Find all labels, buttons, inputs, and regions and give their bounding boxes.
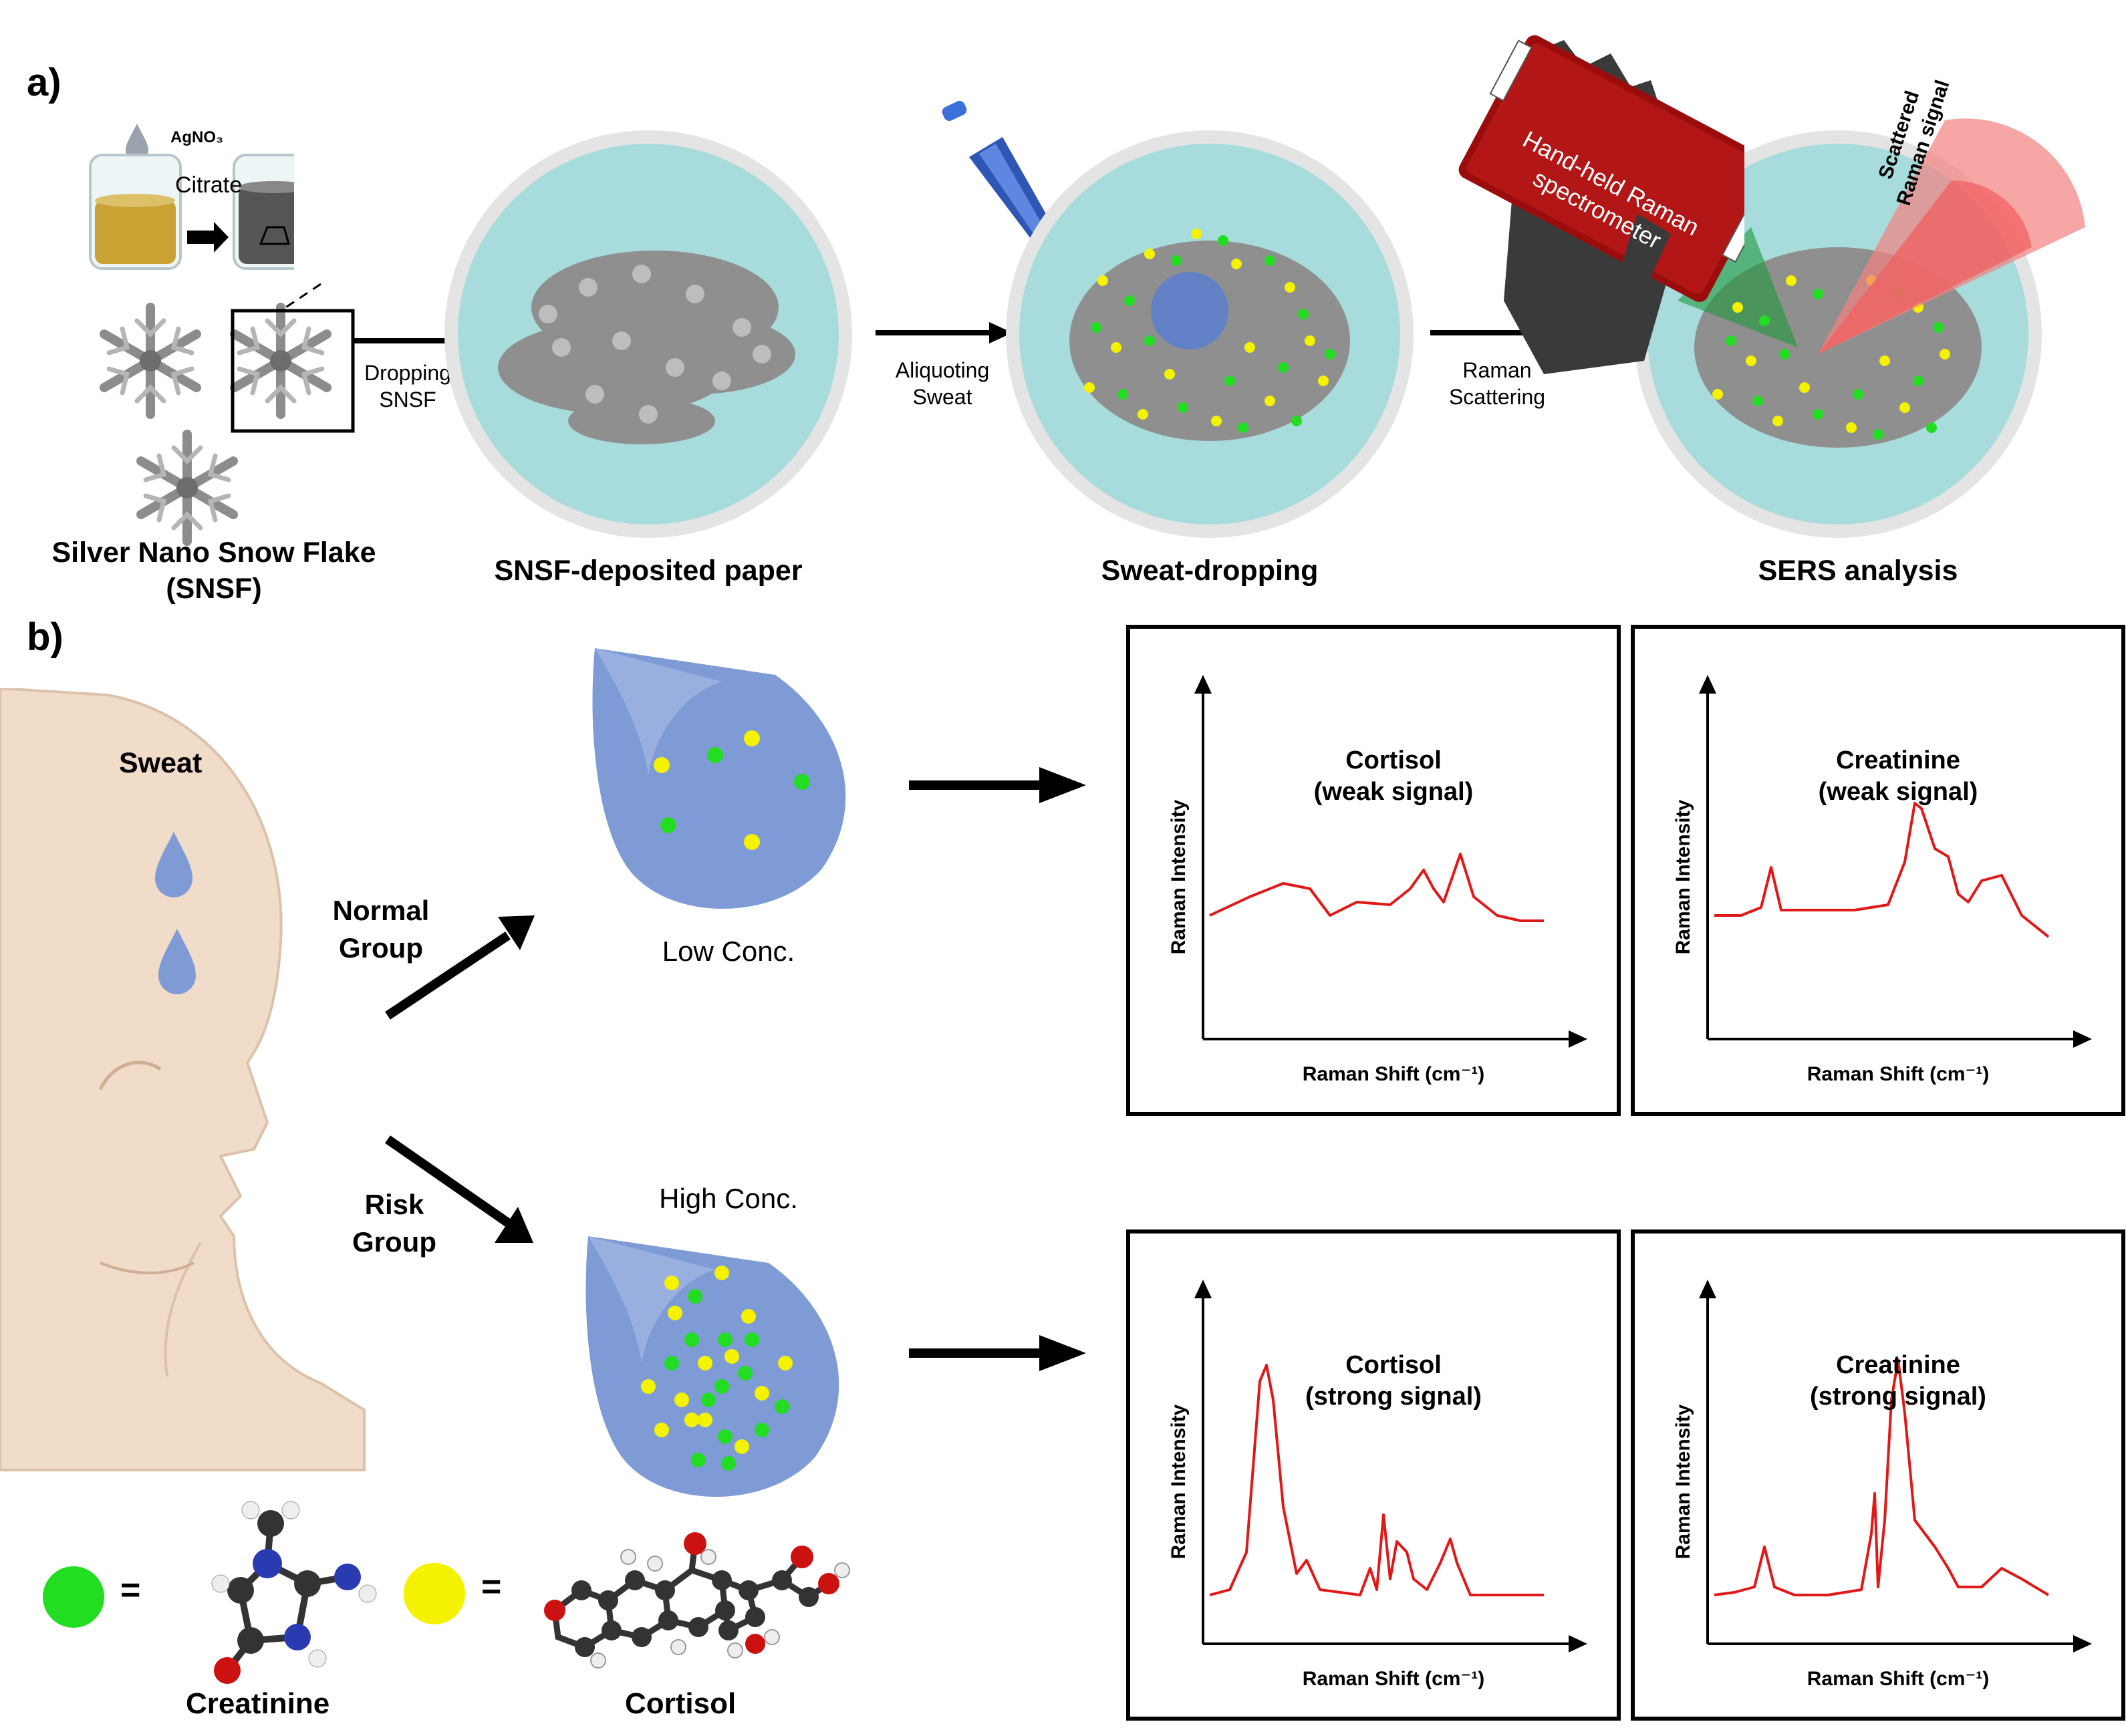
y-axis-label: Raman Intensity bbox=[1672, 1404, 1694, 1559]
risk-group-arrow bbox=[385, 1135, 533, 1243]
normal-group-arrow bbox=[385, 915, 535, 1020]
panel-b-label: b) bbox=[27, 615, 63, 659]
x-axis-label: Raman Shift (cm⁻¹) bbox=[1303, 1668, 1485, 1690]
chart-subtitle: (weak signal) bbox=[1819, 778, 1978, 806]
dropping-caption: Sweat-dropping bbox=[1101, 555, 1319, 587]
chart-title: Cortisol bbox=[1345, 746, 1442, 774]
y-axis-arrowhead bbox=[1194, 1280, 1212, 1298]
legend-equals-cortisol: = bbox=[481, 1568, 502, 1606]
chart-frame bbox=[1631, 1229, 2125, 1721]
x-axis-label: Raman Shift (cm⁻¹) bbox=[1807, 1668, 1990, 1690]
x-axis-arrowhead bbox=[2073, 1030, 2092, 1048]
sers-caption: SERS analysis bbox=[1758, 555, 1958, 587]
spectrum-chart-creatinine-weak: Creatinine (weak signal) Raman Shift (cm⁻¹… bbox=[1631, 625, 2125, 1116]
x-axis-arrowhead bbox=[2073, 1635, 2092, 1652]
sweat-drop-icon bbox=[155, 832, 192, 897]
arrow-to-weak-spectra bbox=[909, 767, 1086, 803]
low-conc-droplet bbox=[592, 648, 846, 909]
sweat-drop-on-paper bbox=[1151, 272, 1228, 349]
snsf-caption: Silver Nano Snow Flake (SNSF) bbox=[51, 537, 376, 605]
cortisol-molecule-icon bbox=[544, 1532, 850, 1669]
chart-frame bbox=[1631, 625, 2125, 1116]
y-axis-arrowhead bbox=[1699, 1280, 1716, 1298]
high-conc-label: High Conc. bbox=[659, 1183, 798, 1214]
x-axis-arrowhead bbox=[1569, 1635, 1587, 1652]
arrow-aliquoting-sweat bbox=[876, 322, 1013, 343]
chart-title: Creatinine bbox=[1836, 746, 1960, 774]
y-axis-label: Raman Intensity bbox=[1672, 799, 1694, 954]
y-axis-label: Raman Intensity bbox=[1168, 1404, 1190, 1559]
x-axis-label: Raman Shift (cm⁻¹) bbox=[1807, 1063, 1990, 1085]
agno3-label: AgNO₃ bbox=[170, 128, 224, 146]
panel-a-label: a) bbox=[27, 61, 61, 104]
x-axis-label: Raman Shift (cm⁻¹) bbox=[1303, 1063, 1485, 1085]
paper-caption: SNSF-deposited paper bbox=[494, 555, 803, 587]
sweat-label: Sweat bbox=[119, 747, 203, 779]
legend-equals-creatinine: = bbox=[120, 1571, 141, 1610]
spectrum-line bbox=[1209, 1364, 1544, 1596]
spectrum-chart-cortisol-weak: Cortisol (weak signal) Raman Shift (cm⁻¹) R… bbox=[1126, 625, 1621, 1116]
chart-frame bbox=[1126, 625, 1621, 1116]
spectrum-line bbox=[1714, 802, 2050, 938]
chart-title: Cortisol bbox=[1345, 1351, 1442, 1379]
hand-held-spectrometer bbox=[1458, 35, 1744, 374]
legend-cortisol-label: Cortisol bbox=[625, 1687, 737, 1720]
chart-subtitle: (weak signal) bbox=[1314, 778, 1474, 806]
chart-title: Creatinine bbox=[1836, 1351, 1960, 1379]
legend-creatinine-label: Creatinine bbox=[186, 1687, 330, 1720]
citrate-label: Citrate bbox=[175, 172, 243, 198]
chart-frame bbox=[1126, 1229, 1621, 1721]
snsf-paper-disk bbox=[444, 130, 852, 538]
spectrum-chart-creatinine-strong: Creatinine (strong signal) Raman Shift (cm… bbox=[1631, 1229, 2125, 1721]
spectrum-line bbox=[1209, 853, 1544, 922]
synthesis-arrow-icon bbox=[187, 222, 229, 253]
cortisol-legend-dot bbox=[404, 1563, 465, 1624]
spectrum-line bbox=[1714, 1358, 2050, 1596]
x-axis-arrowhead bbox=[1569, 1030, 1587, 1048]
y-axis-arrowhead bbox=[1699, 675, 1716, 694]
snsf-zoom-box bbox=[231, 309, 355, 433]
arrow-to-strong-spectra bbox=[909, 1335, 1086, 1371]
spectrum-chart-cortisol-strong: Cortisol (strong signal) Raman Shift (cm⁻¹… bbox=[1126, 1229, 1621, 1721]
low-conc-label: Low Conc. bbox=[662, 935, 795, 967]
creatinine-molecule-icon bbox=[211, 1501, 377, 1684]
y-axis-label: Raman Intensity bbox=[1168, 799, 1190, 954]
sweat-drop-icon bbox=[158, 929, 196, 994]
chart-subtitle: (strong signal) bbox=[1810, 1383, 1986, 1411]
sweat-paper-disk bbox=[1006, 130, 1414, 538]
snowflake-cluster bbox=[87, 283, 368, 561]
human-face-illustration bbox=[0, 688, 366, 1471]
scattered-signal-cone bbox=[1818, 118, 2085, 355]
high-conc-droplet bbox=[585, 1236, 839, 1497]
agno3-drop-icon bbox=[126, 124, 148, 162]
y-axis-arrowhead bbox=[1194, 675, 1212, 694]
chart-subtitle: (strong signal) bbox=[1305, 1383, 1482, 1411]
creatinine-legend-dot bbox=[43, 1566, 104, 1628]
synthesis-beakers bbox=[89, 124, 294, 270]
